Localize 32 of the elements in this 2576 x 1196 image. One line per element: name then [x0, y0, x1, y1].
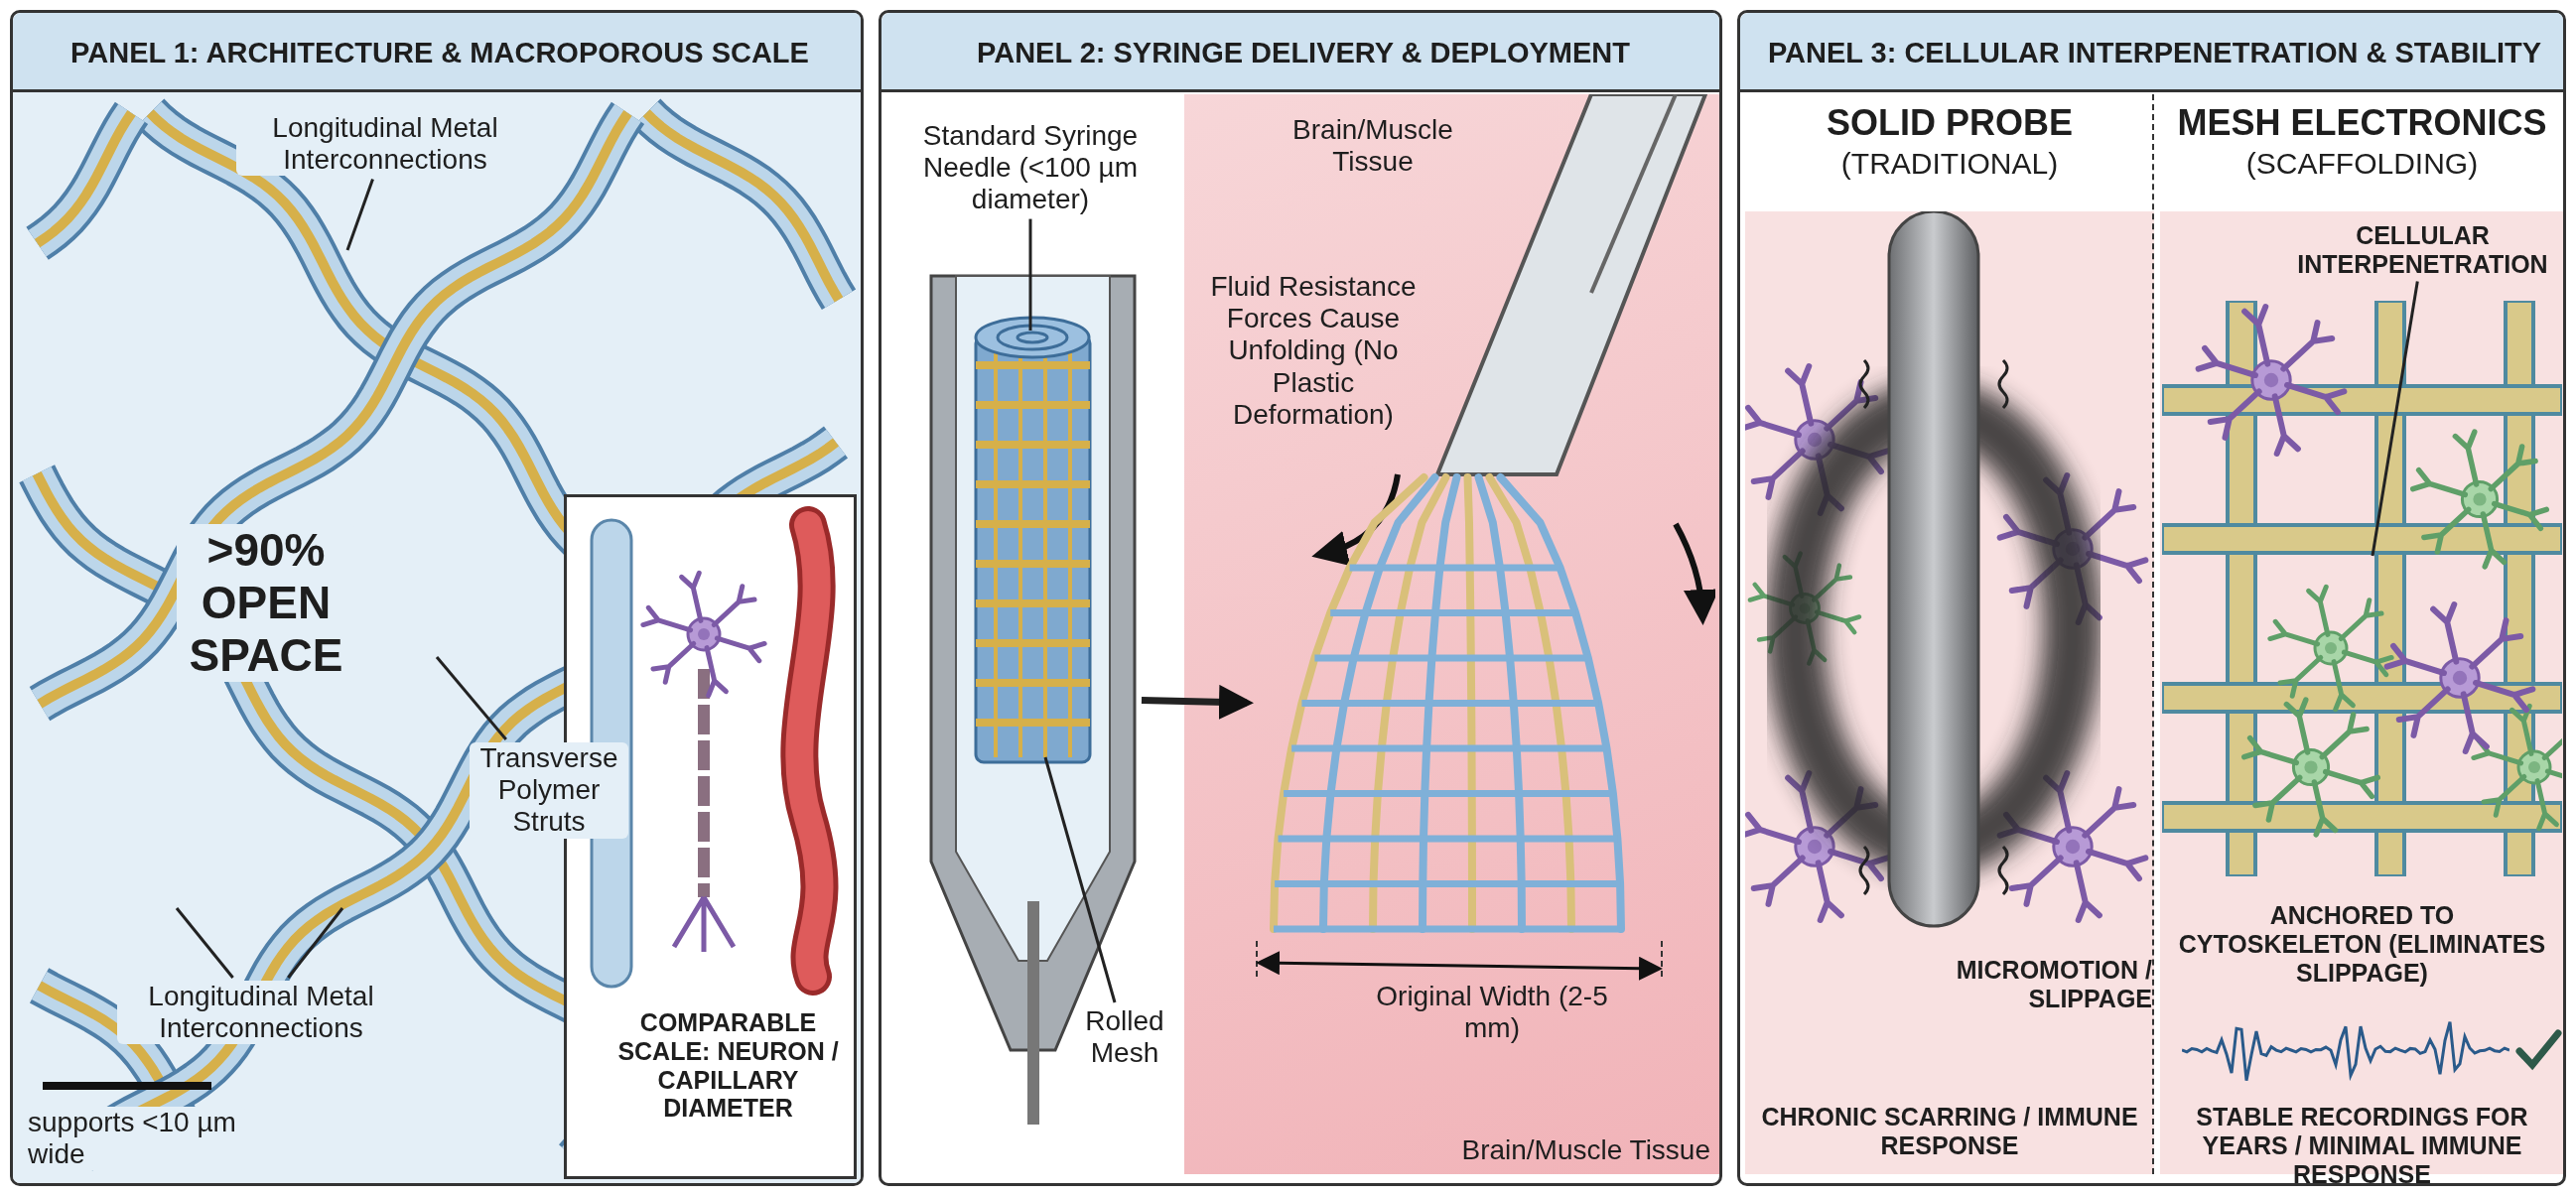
leader-line [2371, 281, 2419, 557]
annotation-text: Fluid Resistance Forces Cause Unfolding (No Plastic Deformation) [1194, 271, 1432, 431]
tissue-region [1184, 94, 1719, 1174]
status-text: MICROMOTION / SLIPPAGE [1955, 956, 2152, 1013]
leader-line [1043, 756, 1117, 1003]
column-heading: SOLID PROBE [1826, 102, 2074, 144]
leader-line [287, 907, 344, 979]
panel-title: PANEL 3: CELLULAR INTERPENETRATION & STABILITY [1740, 13, 2563, 92]
region-label: Brain/Muscle Tissue [1460, 1134, 1710, 1167]
panel-title: PANEL 1: ARCHITECTURE & MACROPOROUS SCALE [13, 13, 861, 92]
column-heading: MESH ELECTRONICS [2176, 102, 2548, 144]
leader-line [175, 907, 234, 979]
leader-line [435, 656, 507, 740]
leader-line [345, 178, 374, 251]
panel-title: PANEL 2: SYRINGE DELIVERY & DEPLOYMENT [881, 13, 1719, 92]
callout-label: Transverse Polymer Struts [470, 742, 628, 839]
panel [1737, 10, 2566, 1186]
status-text: CHRONIC SCARRING / IMMUNE RESPONSE [1760, 1103, 2139, 1160]
status-text: STABLE RECORDINGS FOR YEARS / MINIMAL IMMUNE RESPONSE [2195, 1103, 2529, 1183]
panel [879, 10, 1722, 1186]
callout-label: Standard Syringe Needle (<100 µm diameter) [896, 120, 1164, 216]
callout-label: Rolled Mesh [1070, 1005, 1179, 1070]
status-text: ANCHORED TO CYTOSKELETON (ELIMINATES SLIPPAGE) [2177, 901, 2547, 988]
leader-line [1028, 218, 1032, 331]
comparison-column [1745, 94, 2154, 1174]
region-label: Brain/Muscle Tissue [1291, 114, 1454, 179]
column-subheading: (TRADITIONAL) [1839, 147, 2060, 182]
caption-text: COMPARABLE SCALE: NEURON / CAPILLARY DIAMETER [616, 1008, 840, 1123]
arrow [1141, 684, 1254, 720]
dimension-label: Original Width (2-5 mm) [1375, 981, 1609, 1045]
column-subheading: (SCAFFOLDING) [2244, 147, 2480, 182]
callout-label: CELLULAR INTERPENETRATION [2286, 221, 2559, 279]
